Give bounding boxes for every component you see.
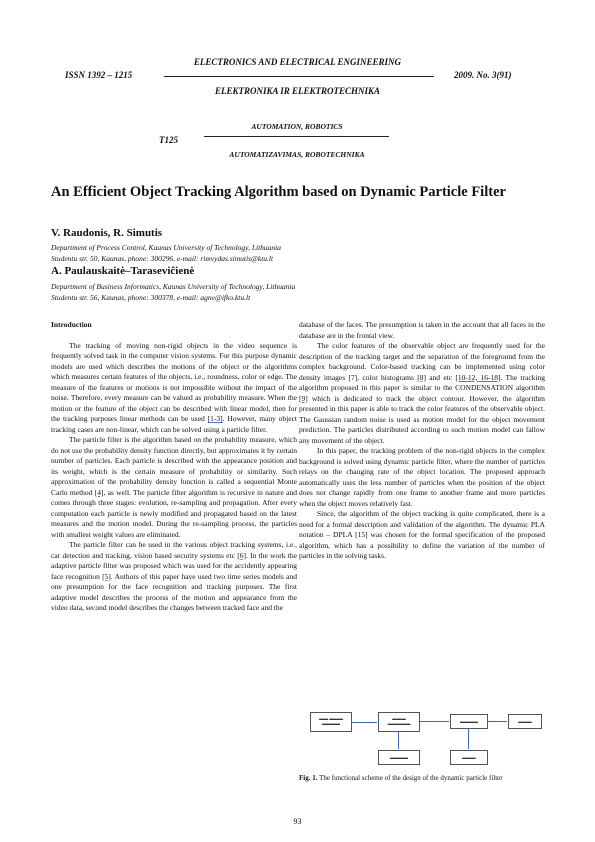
diagram-arrow bbox=[419, 721, 449, 722]
diagram-node: ▬▬▬▬▬▬▬▬ bbox=[378, 712, 420, 732]
diagram-arrow bbox=[487, 721, 507, 722]
figure-1-caption: Fig. 1. The functional scheme of the des… bbox=[299, 774, 503, 782]
citation-link[interactable]: [6] bbox=[237, 550, 246, 560]
diagram-node: ▬▬▬ bbox=[450, 750, 488, 765]
affiliation-2-line-1: Department of Business Informatics, Kaun… bbox=[51, 282, 296, 291]
left-column: Introduction The tracking of moving non-… bbox=[51, 320, 297, 614]
diagram-arrow bbox=[398, 731, 399, 749]
journal-title-lt: ELEKTRONIKA IR ELEKTROTECHNIKA bbox=[214, 86, 381, 96]
intro-paragraph-2: The particle filter is the algorithm bas… bbox=[51, 435, 297, 539]
topic-lt: AUTOMATIZAVIMAS, ROBOTECHNIKA bbox=[229, 150, 365, 159]
figure-1-diagram: ▬▬ ▬▬▬▬▬▬▬ ▬▬▬▬▬▬▬▬ ▬▬▬▬ ▬▬▬ ▬▬▬▬ ▬▬▬ bbox=[300, 710, 546, 770]
author-group-1: V. Raudonis, R. Simutis bbox=[51, 227, 163, 239]
paper-title: An Efficient Object Tracking Algorithm b… bbox=[51, 184, 506, 200]
intro-paragraph-1: The tracking of moving non-rigid objects… bbox=[51, 340, 297, 434]
right-column: database of the faces. The presumption i… bbox=[299, 320, 545, 562]
citation-link[interactable]: [8] bbox=[417, 372, 426, 382]
citation-link[interactable]: [5] bbox=[102, 571, 111, 581]
diagram-arrow bbox=[468, 729, 469, 749]
journal-issn: ISSN 1392 – 1215 bbox=[65, 70, 133, 80]
journal-issue: 2009. No. 3(91) bbox=[454, 70, 512, 80]
diagram-node: ▬▬▬▬ bbox=[378, 750, 420, 765]
author-group-2: A. Paulauskaitė–Taraseviĉienė bbox=[51, 265, 195, 277]
citation-link[interactable]: [9] bbox=[299, 393, 308, 403]
page-number: 93 bbox=[293, 817, 302, 826]
citation-link[interactable]: [10-12, 16-18] bbox=[455, 372, 501, 382]
affiliation-2-line-2: Studentu str. 56, Kaunas, phone: 300378,… bbox=[51, 293, 251, 302]
header-rule bbox=[164, 76, 434, 77]
topic-rule bbox=[204, 136, 389, 137]
classification-code: T125 bbox=[159, 135, 178, 145]
citation-link[interactable]: [4] bbox=[94, 487, 104, 497]
diagram-arrow bbox=[351, 722, 377, 723]
affiliation-1-line-1: Department of Process Control, Kaunas Un… bbox=[51, 243, 281, 252]
intro-paragraph-4: The color features of the observable obj… bbox=[299, 341, 545, 445]
journal-header-row: ISSN 1392 – 1215 2009. No. 3(91) bbox=[62, 70, 542, 82]
diagram-node: ▬▬▬▬ bbox=[450, 714, 488, 729]
intro-paragraph-3-cont: database of the faces. The presumption i… bbox=[299, 320, 545, 340]
section-heading-introduction: Introduction bbox=[51, 320, 92, 329]
affiliation-1-line-2: Studentu str. 50, Kaunas, phone: 300296,… bbox=[51, 254, 274, 263]
diagram-node: ▬▬▬ bbox=[508, 714, 542, 729]
intro-paragraph-5: In this paper, the tracking problem of t… bbox=[299, 446, 545, 508]
intro-paragraph-3: The particle filter can be used in the v… bbox=[51, 540, 297, 612]
diagram-node: ▬▬ ▬▬▬▬▬▬▬ bbox=[310, 712, 352, 732]
topic-en: AUTOMATION, ROBOTICS bbox=[251, 122, 343, 131]
citation-link[interactable]: [1-3] bbox=[207, 414, 223, 423]
journal-title-en: ELECTRONICS AND ELECTRICAL ENGINEERING bbox=[193, 57, 402, 67]
intro-paragraph-6: Since, the algorithm of the object track… bbox=[299, 509, 545, 560]
